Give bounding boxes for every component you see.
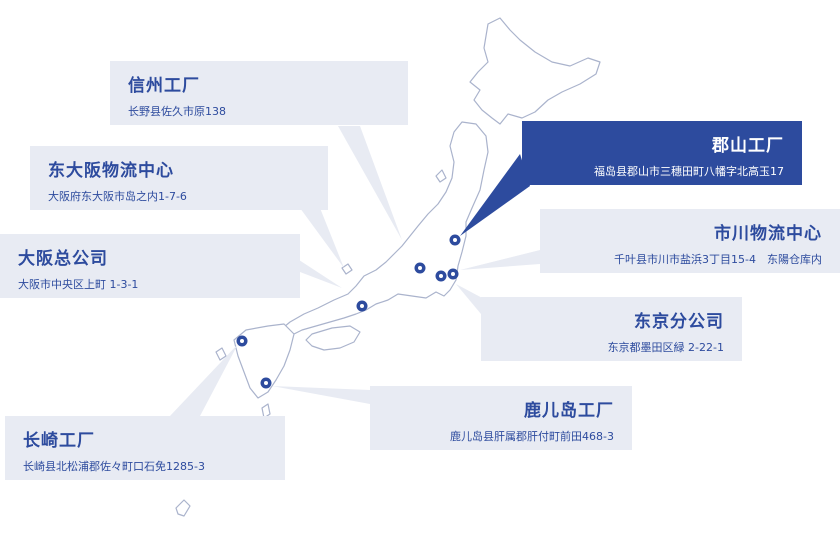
markers: [236, 234, 461, 389]
callout-higashi-osaka[interactable]: 东大阪物流中心 大阪府东大阪市岛之内1-7-6: [30, 146, 328, 210]
shikoku: [305, 325, 361, 351]
marker-koriyama: [449, 234, 461, 246]
location-address: 大阪市中央区上町 1-3-1: [18, 278, 139, 291]
marker-ichikawa: [447, 268, 459, 280]
callout-shinshu[interactable]: 信州工厂 长野县佐久市原138: [110, 61, 408, 125]
island-goto: [215, 347, 227, 361]
callout-nagasaki[interactable]: 长崎工厂 长崎县北松浦郡佐々町口石免1285-3: [5, 416, 285, 480]
callout-kagoshima[interactable]: 鹿儿岛工厂 鹿儿岛县肝属郡肝付町前田468-3: [370, 386, 632, 450]
location-name: 市川物流中心: [714, 224, 822, 244]
pointer-higashi-osaka: [300, 208, 344, 268]
location-address: 长崎县北松浦郡佐々町口石免1285-3: [23, 460, 205, 473]
location-name: 郡山工厂: [712, 136, 784, 156]
pointers: [170, 126, 540, 416]
location-name: 东京分公司: [634, 312, 724, 332]
pointer-shinshu: [338, 126, 402, 240]
location-address: 长野县佐久市原138: [128, 105, 226, 118]
callout-koriyama[interactable]: 郡山工厂 福岛县郡山市三穗田町八幡字北高玉17: [522, 121, 802, 185]
marker-shinshu: [414, 262, 426, 274]
marker-kagoshima: [260, 377, 272, 389]
marker-tokyo: [435, 270, 447, 282]
location-name: 长崎工厂: [23, 431, 95, 451]
island-tanegashima: [261, 403, 271, 419]
pointer-ichikawa: [460, 250, 540, 270]
location-name: 东大阪物流中心: [48, 161, 174, 181]
location-address: 福岛县郡山市三穗田町八幡字北高玉17: [594, 165, 784, 178]
location-name: 信州工厂: [128, 76, 200, 96]
island-okinawa: [175, 499, 191, 517]
island-oki: [341, 263, 353, 275]
hokkaido: [469, 17, 601, 125]
pointer-osaka: [296, 258, 342, 288]
pointer-koriyama: [460, 154, 530, 236]
honshu: [277, 121, 489, 341]
callout-ichikawa[interactable]: 市川物流中心 千叶县市川市盐浜3丁目15-4 东陽仓库内: [540, 209, 840, 273]
location-name: 鹿儿岛工厂: [524, 401, 614, 421]
callout-tokyo[interactable]: 东京分公司 东京都墨田区緑 2-22-1: [481, 297, 742, 361]
callout-osaka-hq[interactable]: 大阪总公司 大阪市中央区上町 1-3-1: [0, 234, 300, 298]
pointer-nagasaki: [170, 344, 238, 416]
japan-outline: [175, 17, 601, 517]
location-address: 大阪府东大阪市岛之内1-7-6: [48, 190, 187, 203]
kyushu: [233, 323, 295, 399]
marker-nagasaki: [236, 335, 248, 347]
pointer-tokyo: [456, 284, 486, 320]
location-address: 东京都墨田区緑 2-22-1: [607, 341, 724, 354]
location-name: 大阪总公司: [18, 249, 108, 269]
location-address: 千叶县市川市盐浜3丁目15-4 东陽仓库内: [614, 253, 822, 266]
marker-osaka: [356, 300, 368, 312]
location-address: 鹿儿岛县肝属郡肝付町前田468-3: [450, 430, 614, 443]
pointer-kagoshima: [272, 386, 370, 404]
island-sado: [435, 169, 447, 183]
